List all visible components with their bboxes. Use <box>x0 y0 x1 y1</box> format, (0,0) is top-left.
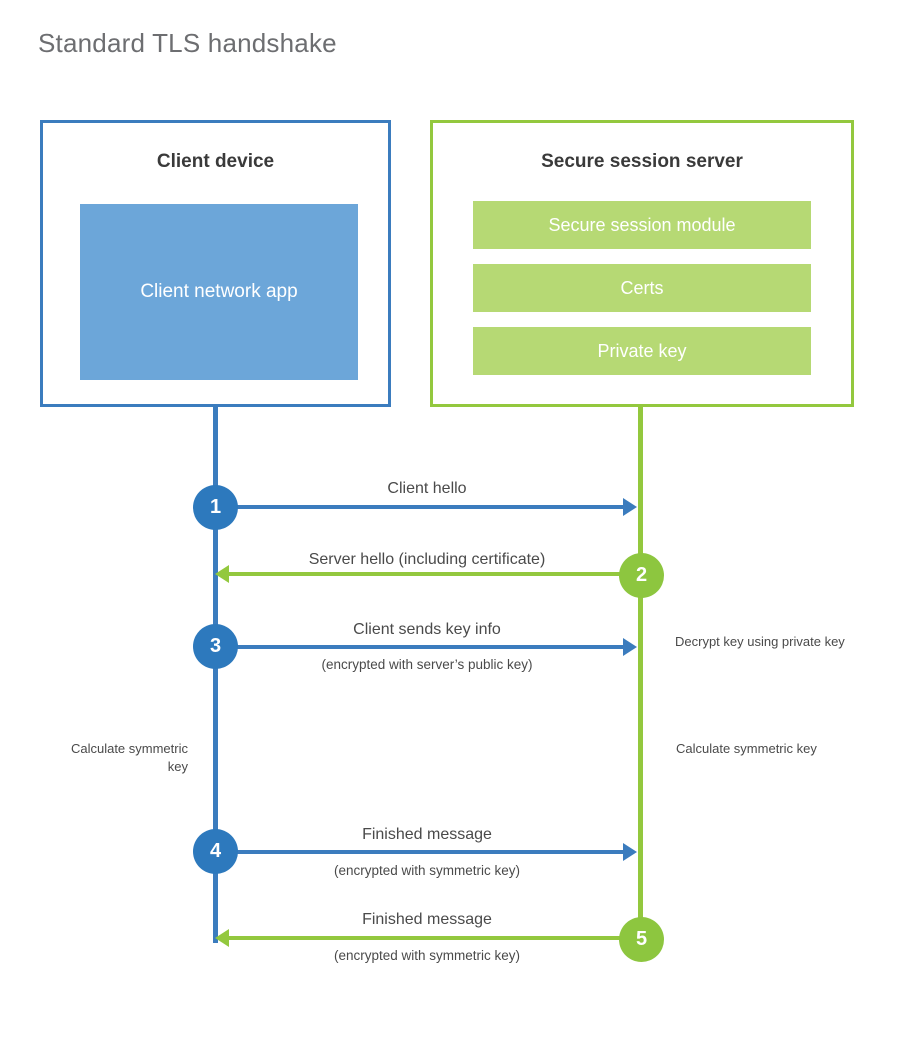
step-5-sublabel: (encrypted with symmetric key) <box>333 948 521 963</box>
server-decrypt-note: Decrypt key using private key <box>675 634 845 649</box>
secure-session-server-title: Secure session server <box>541 151 743 172</box>
step-4-label: Finished message <box>362 826 492 843</box>
client-device-box: Client device Client network app <box>40 120 391 407</box>
step-5-arrow-shaft <box>228 936 640 940</box>
step-5-label: Finished message <box>362 911 492 928</box>
step-4-arrowhead-right-icon <box>623 843 637 861</box>
step-5-circle: 5 <box>619 917 664 962</box>
step-1-arrow-shaft <box>216 505 624 509</box>
client-network-app-block: Client network app <box>80 204 358 380</box>
server-calculate-symmetric-key-note: Calculate symmetric key <box>676 741 817 756</box>
server-lifeline <box>638 407 643 941</box>
step-1-label: Client hello <box>387 480 467 497</box>
step-3-sublabel: (encrypted with server’s public key) <box>321 657 533 672</box>
step-4-circle: 4 <box>193 829 238 874</box>
step-2-label: Server hello (including certificate) <box>308 551 546 568</box>
step-4-sublabel: (encrypted with symmetric key) <box>333 863 521 878</box>
secure-session-server-box: Secure session server Secure session mod… <box>430 120 854 407</box>
step-2-arrow-shaft <box>228 572 640 576</box>
step-3-arrowhead-right-icon <box>623 638 637 656</box>
server-component-certs: Certs <box>473 264 811 312</box>
step-1-arrowhead-right-icon <box>623 498 637 516</box>
page-title: Standard TLS handshake <box>38 28 337 58</box>
step-1-circle: 1 <box>193 485 238 530</box>
step-3-label: Client sends key info <box>353 621 501 638</box>
client-calculate-symmetric-key-note: Calculate symmetric key <box>70 741 188 774</box>
step-3-circle: 3 <box>193 624 238 669</box>
client-lifeline <box>213 407 218 943</box>
step-2-arrowhead-left-icon <box>215 565 229 583</box>
server-component-private-key: Private key <box>473 327 811 375</box>
step-2-circle: 2 <box>619 553 664 598</box>
client-device-title: Client device <box>156 151 275 172</box>
step-5-arrowhead-left-icon <box>215 929 229 947</box>
server-component-secure-session-module: Secure session module <box>473 201 811 249</box>
step-3-arrow-shaft <box>216 645 624 649</box>
step-4-arrow-shaft <box>216 850 624 854</box>
